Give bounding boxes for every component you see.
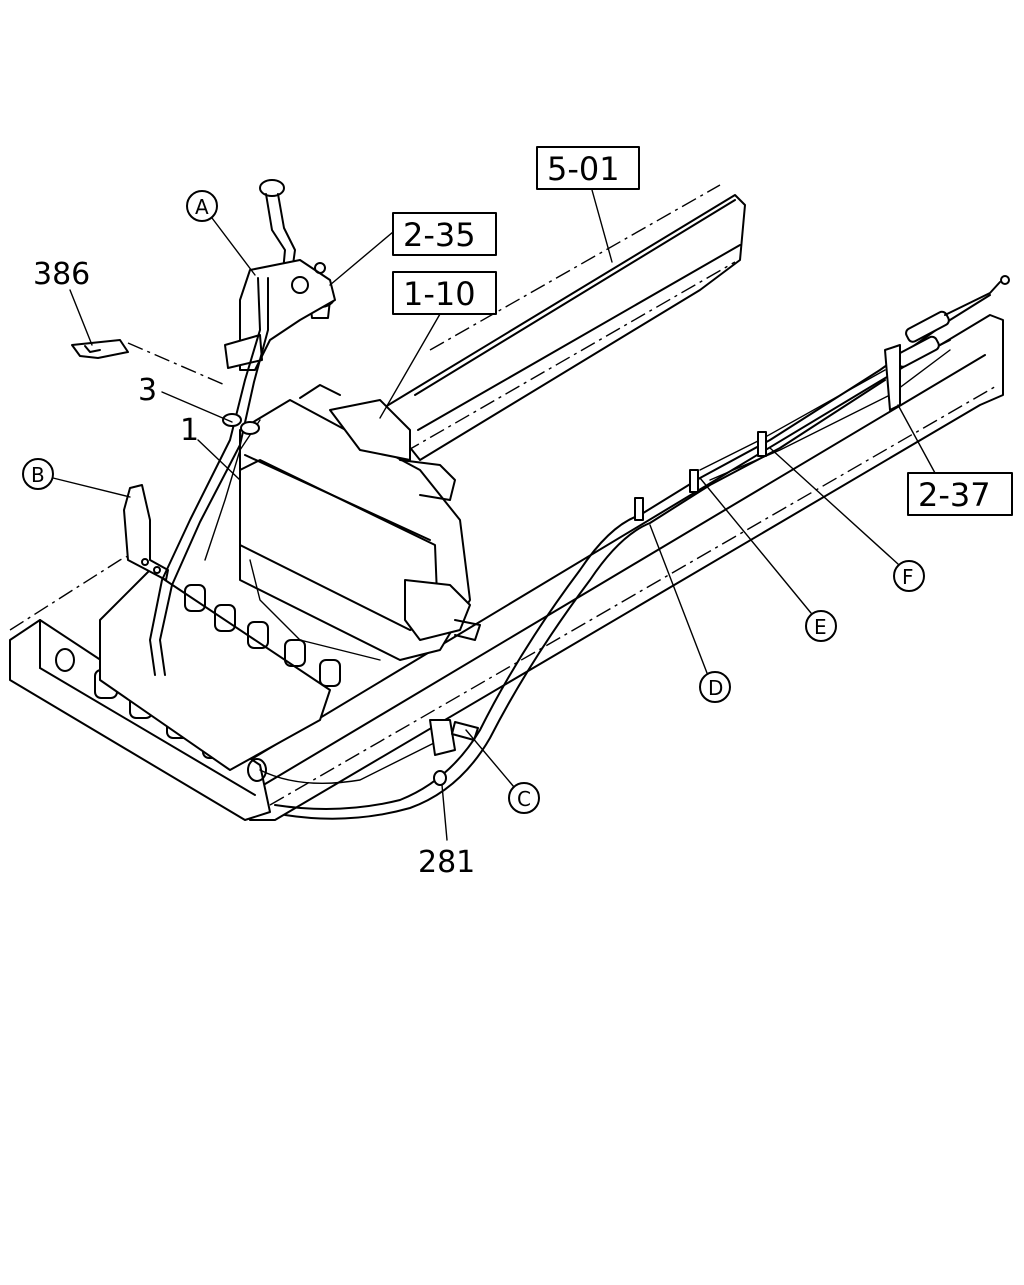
label-386: 386 [33, 257, 93, 346]
part-number-281: 281 [418, 845, 475, 880]
left-side-rail [99, 569, 441, 785]
label-3: 3 [138, 373, 233, 423]
ref-box-5-01[interactable]: 5-01 [536, 146, 640, 263]
ref-label-2-37: 2-37 [918, 476, 991, 514]
part-number-1: 1 [180, 413, 199, 448]
label-281: 281 [418, 784, 475, 880]
callout-c[interactable]: C [465, 729, 540, 814]
callout-a[interactable]: A [186, 190, 256, 276]
bracket-386 [71, 339, 226, 386]
ref-box-1-10[interactable]: 1-10 [379, 271, 497, 419]
callout-letter-b: B [31, 463, 45, 487]
callout-f[interactable]: F [769, 447, 925, 592]
shift-lever [224, 179, 336, 371]
lower-frame-rail [249, 314, 1004, 821]
bracket-b [123, 484, 169, 581]
ref-label-5-01: 5-01 [547, 150, 620, 188]
callout-b[interactable]: B [22, 458, 131, 498]
ref-label-2-35: 2-35 [403, 216, 476, 254]
shift-cables [149, 275, 1010, 820]
callout-letter-e: E [814, 615, 827, 639]
upper-frame-rail [379, 184, 746, 461]
callout-d[interactable]: D [649, 524, 731, 703]
ref-label-1-10: 1-10 [403, 275, 476, 313]
label-1: 1 [180, 413, 241, 481]
callout-letter-f: F [902, 565, 914, 589]
front-cross-member [9, 544, 271, 821]
part-number-3: 3 [138, 373, 157, 408]
ref-box-2-37[interactable]: 2-37 [897, 404, 1013, 516]
part-number-386: 386 [33, 257, 90, 292]
callout-e[interactable]: E [699, 477, 837, 642]
callout-letter-a: A [195, 195, 209, 219]
ref-box-2-35[interactable]: 2-35 [329, 212, 497, 286]
callout-letter-c: C [517, 787, 531, 811]
callout-letter-d: D [708, 676, 723, 700]
